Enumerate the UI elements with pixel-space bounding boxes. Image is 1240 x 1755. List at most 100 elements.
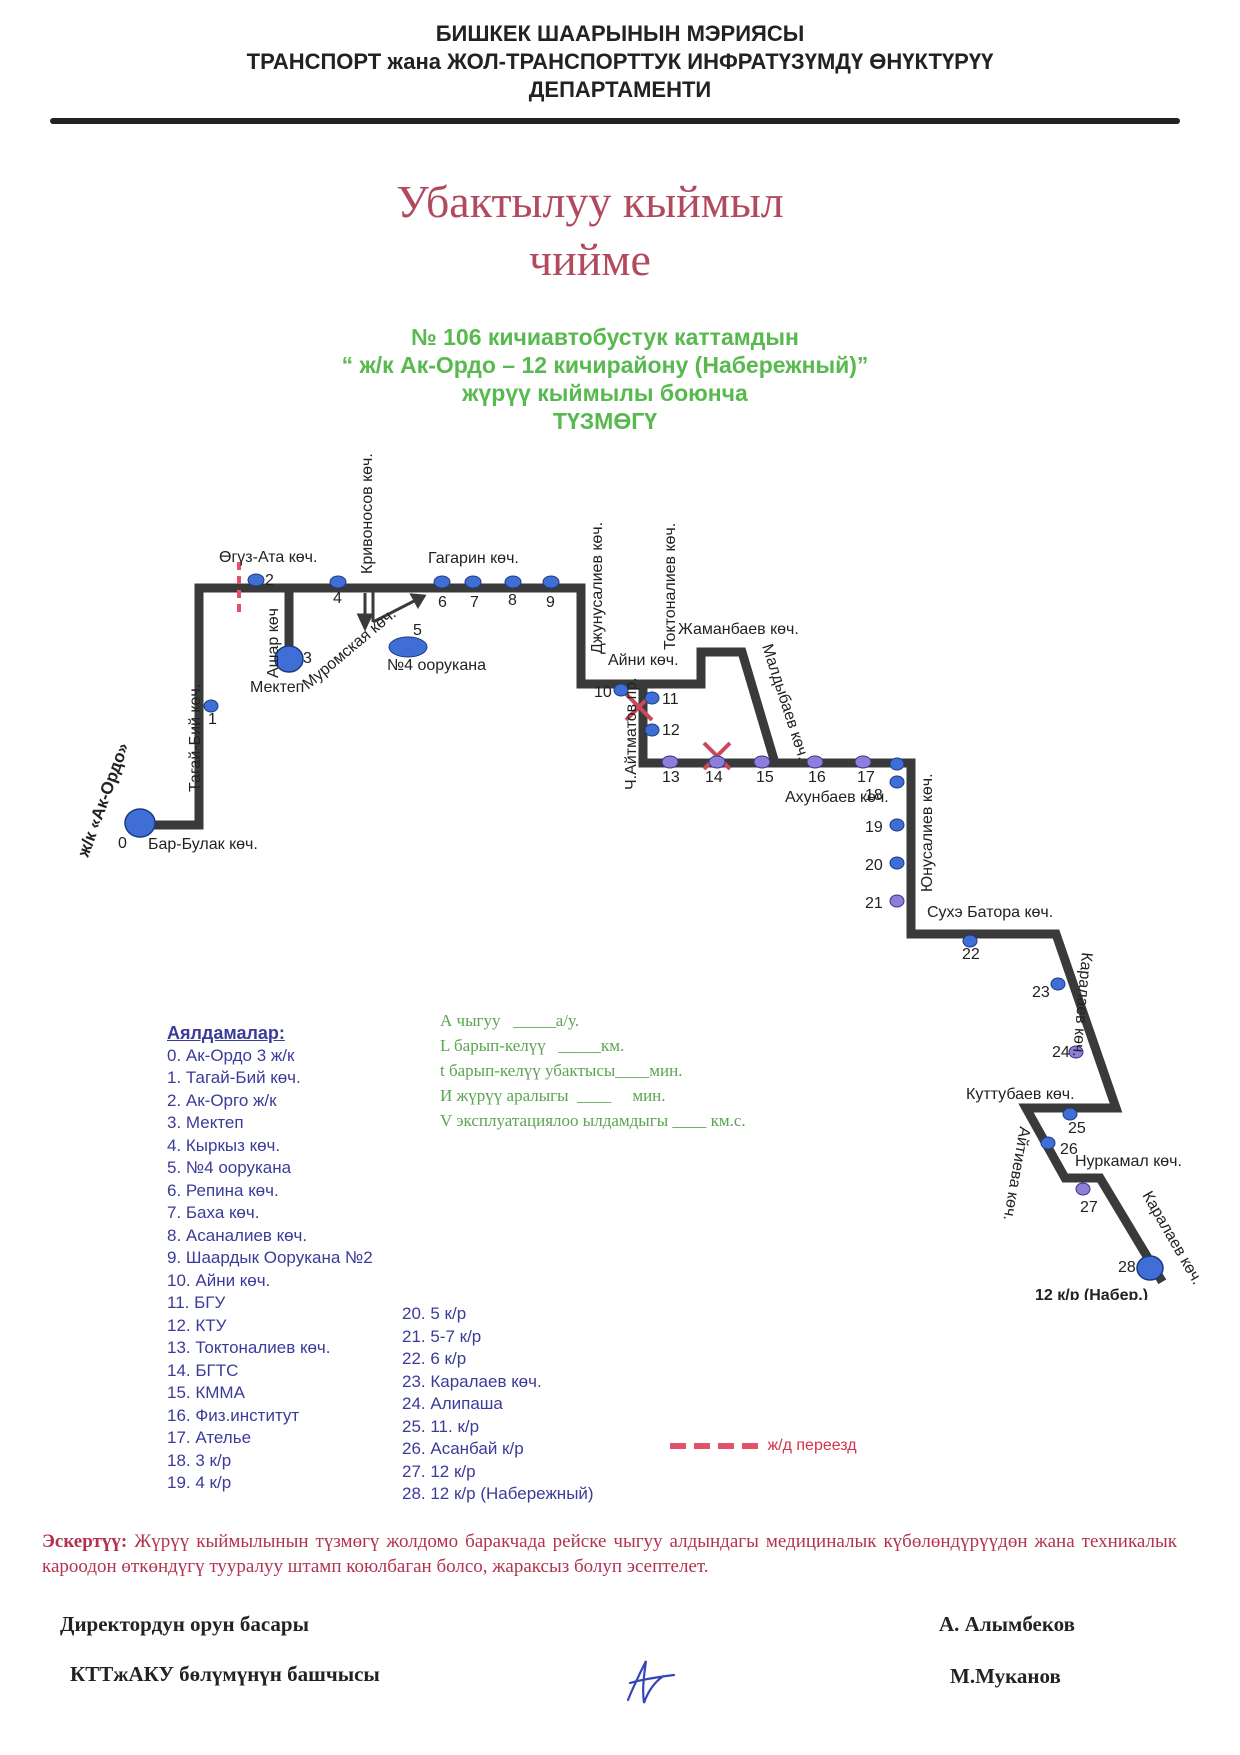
legend-item: 15. КММА bbox=[167, 1383, 245, 1402]
legend-item: 1. Тагай-Бий көч. bbox=[167, 1068, 301, 1087]
note-label: Эскертүү: bbox=[42, 1531, 128, 1552]
railway-legend-label: ж/д переезд bbox=[767, 1437, 857, 1454]
legend-item: 2. Ак-Орго ж/к bbox=[167, 1090, 277, 1110]
legend-item: 3. Мектеп bbox=[167, 1113, 244, 1132]
street-label: Айтиева көч. bbox=[1000, 1125, 1033, 1222]
legend-item: 13. Токтоналиев көч. bbox=[167, 1338, 331, 1357]
legend-item: 22. 6 к/р bbox=[402, 1349, 467, 1368]
route-subject: жүрүү кыймылы боюнча bbox=[462, 380, 748, 406]
stop-number: 20 bbox=[865, 857, 883, 874]
org-name: БИШКЕК ШААРЫНЫН МЭРИЯСЫ bbox=[435, 21, 805, 46]
stop-number: 16 bbox=[808, 769, 826, 786]
stop-number: 26 bbox=[1060, 1141, 1078, 1158]
street-label: Айни көч. bbox=[608, 652, 679, 669]
legend-item: 10. Айни көч. bbox=[167, 1270, 271, 1290]
department-word: ДЕПАРТАМЕНТИ bbox=[528, 77, 712, 102]
direction-arrows bbox=[356, 588, 427, 632]
legend-item: 5. №4 оорукана bbox=[167, 1158, 292, 1177]
legend-item: 16. Физ.институт bbox=[167, 1405, 300, 1425]
stop-number: 6 bbox=[438, 594, 447, 611]
legend-item: 14. БГТС bbox=[167, 1360, 239, 1380]
legend-item: 11. БГУ bbox=[167, 1293, 226, 1312]
stop-number: 3 bbox=[303, 650, 312, 667]
legend-item: 8. Асаналиев көч. bbox=[167, 1225, 308, 1245]
stop-number: 4 bbox=[333, 590, 342, 607]
signature-role-1: Директордун орун басары bbox=[60, 1612, 309, 1636]
street-label: Бар-Булак көч. bbox=[148, 836, 258, 853]
legend-item: 9. Шаардык Оорукана №2 bbox=[167, 1248, 373, 1267]
street-label: Ч.Айтматов пр. bbox=[623, 677, 640, 790]
legend-item: 20. 5 к/р bbox=[402, 1304, 467, 1323]
legend-col2: 20. 5 к/р 21. 5-7 к/р 22. 6 к/р 23. Каралае… bbox=[402, 1303, 594, 1506]
stop-number: 10 bbox=[594, 684, 612, 701]
parameter-line: А чыгуу _____а/у. bbox=[440, 1011, 580, 1030]
street-label: Ашар көч bbox=[265, 608, 282, 678]
stop-number: 28 bbox=[1118, 1259, 1136, 1276]
street-label: №4 оорукана bbox=[387, 657, 486, 674]
header-rule bbox=[50, 118, 1180, 124]
signature-role-2: КТТжАКУ бөлүмүнүн башчысы bbox=[70, 1662, 380, 1686]
department-line: ТРАНСПОРТ жана ЖОЛ-ТРАНСПОРТТУК ИНФРАТҮЗ… bbox=[246, 49, 994, 74]
stop-number: 25 bbox=[1068, 1120, 1086, 1137]
legend-item: 17. Ателье bbox=[167, 1428, 252, 1447]
railway-dash-icon bbox=[670, 1442, 761, 1449]
parameter-line: t барып-келүү убактысы____мин. bbox=[440, 1061, 683, 1080]
stop-number: 11 bbox=[662, 691, 679, 708]
street-label: Куттубаев көч. bbox=[966, 1086, 1075, 1103]
stop-number: 13 bbox=[662, 769, 680, 786]
route-parameters: А чыгуу _____а/у. L барып-келүү _____км.t… bbox=[440, 1008, 746, 1133]
stop-number: 17 bbox=[857, 769, 875, 786]
route-map: 0 1 2 3 4 5 6 7 8 9 10 11 12 13 14 15 16… bbox=[74, 453, 1206, 1300]
route-name: “ ж/к Ак-Ордо – 12 кичирайону (Набережны… bbox=[341, 352, 869, 378]
stop-number: 18 bbox=[865, 787, 883, 804]
street-label: Ахунбаев көч. bbox=[785, 789, 889, 806]
parameter-line: L барып-келүү _____км. bbox=[440, 1036, 625, 1055]
street-label: Тагай-Бий көч. bbox=[187, 684, 204, 792]
street-label: 12 к/р (Набер.) bbox=[1035, 1287, 1148, 1300]
stop-number: 7 bbox=[470, 594, 479, 611]
street-label: Жаманбаев көч. bbox=[678, 621, 799, 638]
stop-number: 24 bbox=[1052, 1044, 1070, 1061]
stop-number: 8 bbox=[508, 592, 517, 609]
route-doc-type: ТҮЗМӨГҮ bbox=[552, 408, 658, 434]
stop-numbers: 0 1 2 3 4 5 6 7 8 9 10 11 12 13 14 15 16… bbox=[118, 572, 1136, 1276]
street-label: Нуркамал көч. bbox=[1075, 1153, 1182, 1170]
legend-item: 24. Алипаша bbox=[402, 1394, 503, 1413]
stop-number: 5 bbox=[413, 622, 422, 639]
stop-number: 14 bbox=[705, 769, 723, 786]
doc-title-2: чийме bbox=[529, 234, 651, 285]
stops bbox=[124, 573, 1164, 1281]
route-number: № 106 кичиавтобустук каттамдын bbox=[411, 324, 799, 350]
legend-item: 6. Репина көч. bbox=[167, 1180, 279, 1200]
legend-item: 21. 5-7 к/р bbox=[402, 1326, 482, 1346]
legend-item: 28. 12 к/р (Набережный) bbox=[402, 1484, 594, 1503]
street-label: Мектеп bbox=[250, 679, 304, 696]
stop-number: 1 bbox=[208, 711, 217, 728]
note-text: Жүрүү кыймылынын түзмөгү жолдомо баракча… bbox=[42, 1531, 1177, 1577]
street-label: Сухэ Батора көч. bbox=[927, 904, 1053, 921]
parameter-line: И жүрүү аралыгы ____ мин. bbox=[440, 1086, 666, 1105]
signature-name-2: М.Муканов bbox=[950, 1664, 1061, 1688]
street-label: Джунусалиев көч. bbox=[589, 522, 606, 654]
stop-number: 19 bbox=[865, 819, 883, 836]
parameter-line: V эксплуатациялоо ылдамдыгы ____ км.с. bbox=[440, 1111, 746, 1130]
street-label: Муромская көч. bbox=[300, 605, 400, 693]
legend-item: 25. 11. к/р bbox=[402, 1416, 480, 1436]
signature-name-1: А. Алымбеков bbox=[939, 1612, 1075, 1636]
legend-item: 23. Каралаев көч. bbox=[402, 1371, 542, 1391]
legend-item: 4. Кыркыз көч. bbox=[167, 1135, 281, 1155]
stop-number: 15 bbox=[756, 769, 774, 786]
street-label: Кривоносов көч. bbox=[359, 453, 376, 574]
legend-item: 18. 3 к/р bbox=[167, 1450, 232, 1470]
doc-title: Убактылуу кыймыл bbox=[396, 176, 784, 227]
stop-number: 0 bbox=[118, 835, 127, 852]
legend-item: 27. 12 к/р bbox=[402, 1461, 476, 1481]
stop-number: 27 bbox=[1080, 1199, 1098, 1216]
handwritten-signature bbox=[626, 1660, 676, 1704]
legend-title: Аялдамалар: bbox=[167, 1023, 285, 1043]
stop-number: 12 bbox=[662, 722, 680, 739]
railway-legend: ж/д переезд bbox=[668, 1437, 857, 1455]
stop-number: 2 bbox=[265, 572, 274, 589]
